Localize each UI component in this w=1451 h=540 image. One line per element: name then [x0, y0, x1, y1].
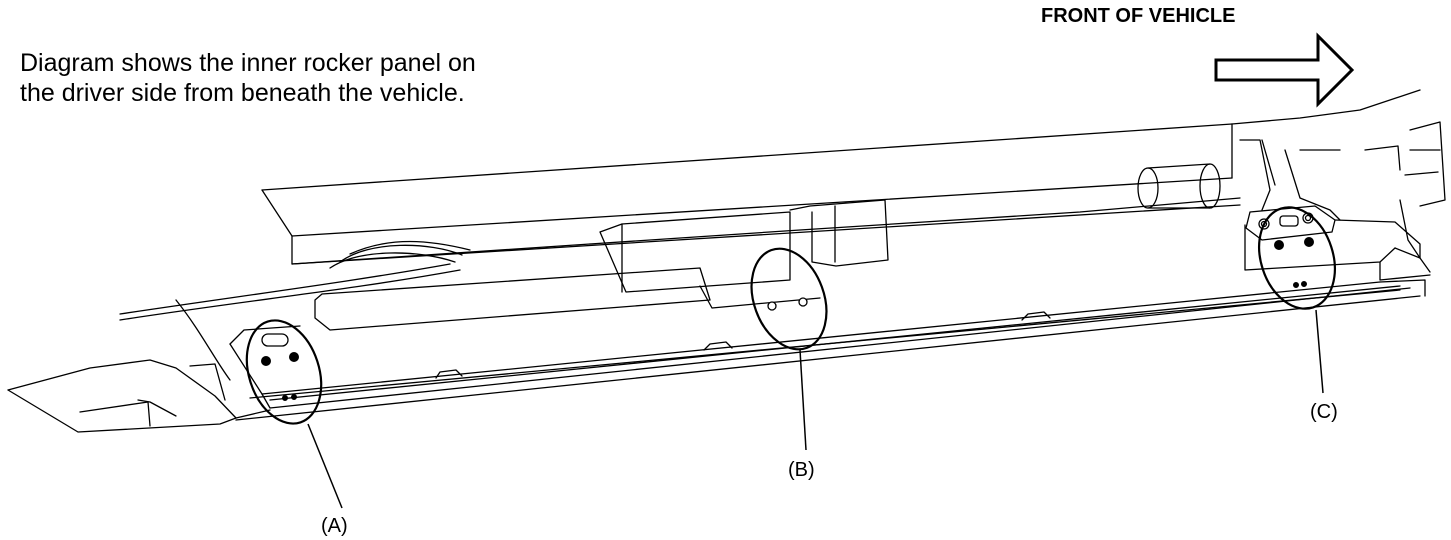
callout-b-ellipse [750, 247, 828, 351]
front-of-vehicle-label: FRONT OF VEHICLE [1041, 5, 1236, 27]
hole-b-2 [798, 297, 808, 307]
callout-b: (B) [750, 247, 828, 481]
hole-c-3 [1293, 282, 1299, 288]
vehicle-underbody-linework [7, 89, 1446, 433]
callout-c-label: (C) [1310, 401, 1338, 423]
caption-line-2: the driver side from beneath the vehicle… [20, 79, 465, 107]
callout-c-leader [1315, 309, 1324, 394]
diagram-caption: Diagram shows the inner rocker panel on … [20, 48, 476, 108]
callout-a-leader [307, 423, 343, 509]
callout-a-label: (A) [321, 515, 348, 537]
callout-a-ellipse [245, 319, 323, 425]
hole-a-4 [291, 394, 297, 400]
callout-a: (A) [245, 319, 348, 537]
hole-c-4 [1301, 281, 1307, 287]
arrow-right-outline-icon [1214, 32, 1355, 108]
hole-b-1 [767, 301, 777, 311]
hole-c-1 [1274, 240, 1284, 250]
hole-a-2 [289, 352, 299, 362]
hole-c-2 [1304, 237, 1314, 247]
attachment-holes [261, 237, 1314, 401]
caption-line-1: Diagram shows the inner rocker panel on [20, 49, 476, 77]
hole-a-3 [282, 395, 288, 401]
callout-c-ellipse [1258, 206, 1336, 310]
callout-b-leader [799, 349, 807, 451]
callout-c: (C) [1258, 206, 1338, 423]
callout-b-label: (B) [788, 459, 815, 481]
hole-a-1 [261, 356, 271, 366]
